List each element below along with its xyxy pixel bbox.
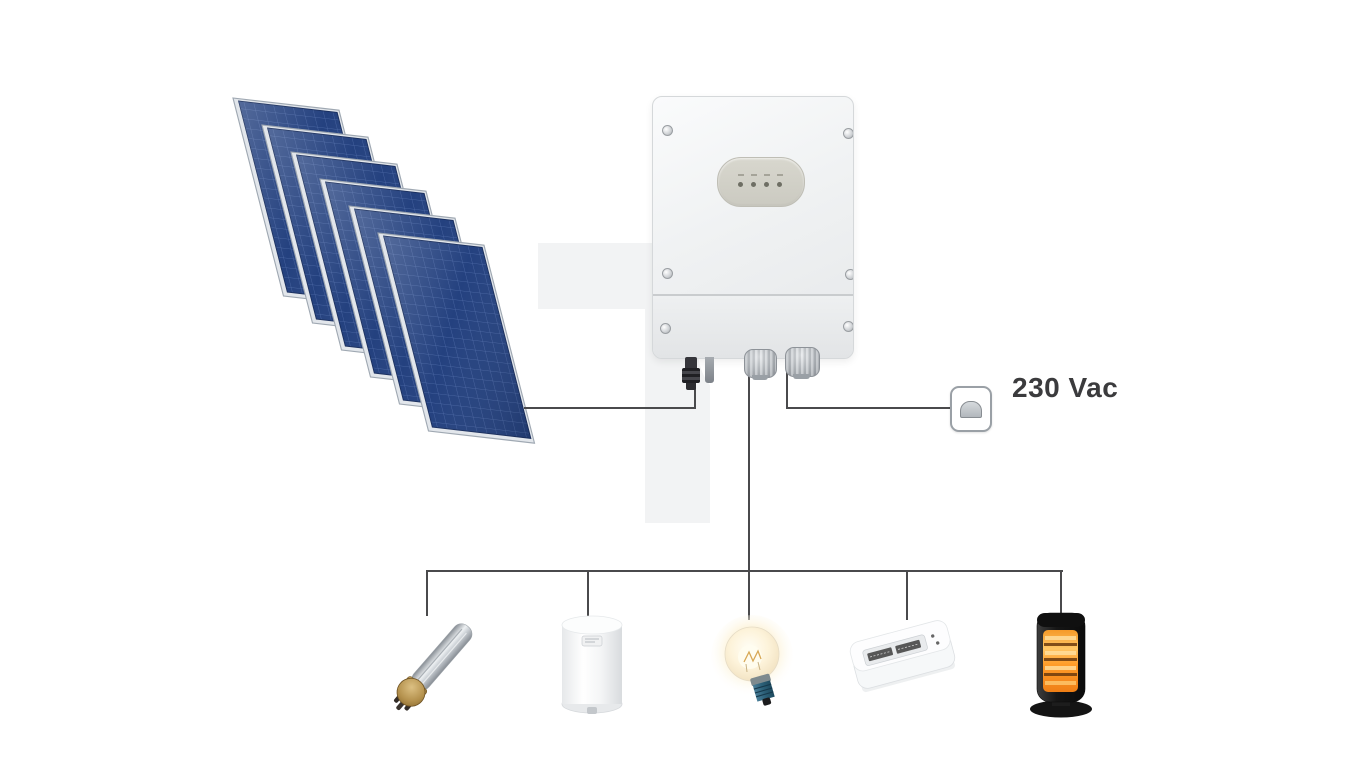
led-indicator: [764, 182, 769, 187]
solar-panel-array: [232, 97, 536, 444]
dc-connector-stub: [705, 357, 714, 383]
electric-water-heater: [561, 615, 623, 714]
screw-icon: [843, 321, 853, 332]
wire-load-drop-5: [1060, 570, 1062, 618]
incandescent-light-bulb: [711, 615, 793, 706]
wire-grid-vertical: [786, 371, 788, 409]
wire-load-drop-1: [426, 570, 428, 616]
grid-voltage-label: 230 Vac: [1012, 372, 1119, 403]
wire-load-vertical: [748, 374, 750, 620]
screw-icon: [660, 323, 671, 334]
led-indicator: [777, 182, 782, 187]
led-label-marks: [764, 174, 770, 176]
led-label-marks: [777, 174, 783, 176]
wire-load-drop-4: [906, 570, 908, 620]
halogen-tower-heater: [1030, 612, 1092, 718]
inverter-lower-panel: [653, 294, 853, 358]
wire-pv-dc-horizontal: [524, 407, 696, 409]
screw-icon: [843, 128, 853, 139]
led-indicator: [738, 182, 743, 187]
led-label-marks: [738, 174, 744, 176]
cable-gland-neck: [793, 374, 810, 379]
cable-gland-load: [744, 349, 777, 378]
cable-gland-grid: [785, 347, 820, 377]
wire-ac-bus: [426, 570, 1063, 572]
led-status-panel: [717, 157, 805, 207]
cable-gland-neck: [752, 375, 768, 380]
inverter-box: [652, 96, 854, 359]
heating-resistor-module: [849, 620, 956, 693]
dc-mc4-connector: [682, 357, 700, 390]
led-indicator: [751, 182, 756, 187]
screw-icon: [662, 125, 673, 136]
led-label-marks: [751, 174, 757, 176]
screw-icon: [845, 269, 853, 280]
wire-load-drop-2: [587, 570, 589, 618]
wire-grid-horizontal: [786, 407, 950, 409]
watermark-shape: [538, 243, 652, 309]
immersion-heating-element: [394, 623, 473, 711]
wire-pv-dc-vertical: [694, 388, 696, 409]
screw-icon: [662, 268, 673, 279]
power-outlet-icon: [950, 386, 992, 432]
socket-dome-icon: [960, 401, 982, 418]
